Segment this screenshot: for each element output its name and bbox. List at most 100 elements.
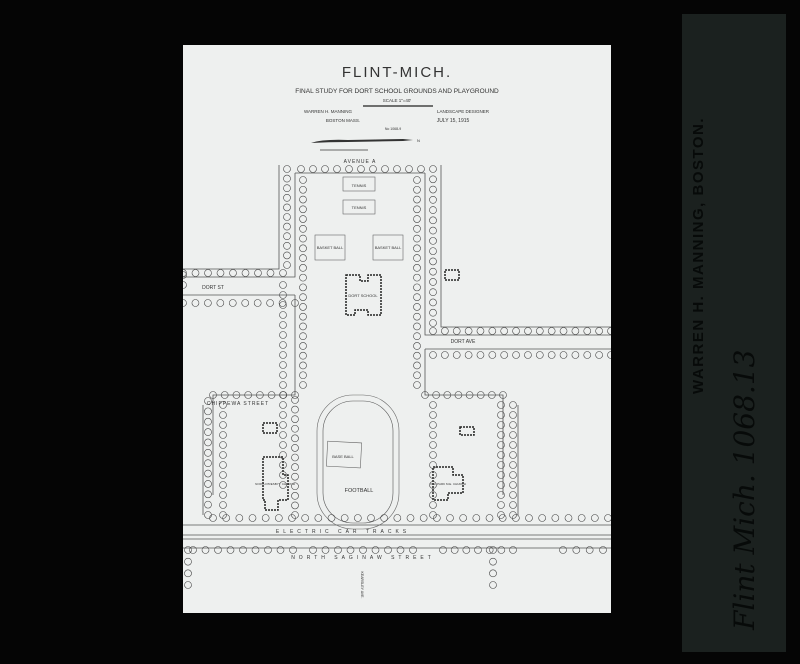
slide-label-strip bbox=[682, 14, 786, 652]
tree bbox=[429, 431, 437, 439]
tree bbox=[380, 514, 388, 522]
tree bbox=[279, 411, 287, 419]
tree bbox=[204, 500, 212, 509]
small-building-right bbox=[459, 426, 475, 436]
tree bbox=[535, 351, 544, 359]
tree bbox=[559, 351, 568, 359]
tree bbox=[429, 411, 437, 419]
tree bbox=[509, 491, 517, 499]
tree bbox=[299, 322, 307, 331]
tree bbox=[429, 267, 437, 276]
tree bbox=[464, 327, 473, 335]
tree bbox=[219, 461, 227, 469]
tree bbox=[291, 424, 299, 433]
tree bbox=[577, 514, 586, 522]
tree bbox=[497, 491, 505, 499]
tree bbox=[429, 196, 437, 204]
tree bbox=[321, 546, 330, 554]
tree bbox=[204, 480, 212, 488]
label-north-church: NORTH PRESBYT. CHURCH bbox=[255, 482, 295, 486]
outbuilding bbox=[444, 269, 460, 281]
tree bbox=[489, 546, 497, 554]
tree bbox=[429, 206, 437, 214]
tree bbox=[204, 269, 212, 277]
tree bbox=[354, 514, 362, 522]
tree bbox=[459, 514, 467, 522]
tree bbox=[279, 431, 287, 439]
tree-rows bbox=[179, 165, 615, 589]
tree bbox=[184, 581, 192, 589]
tree bbox=[289, 546, 297, 554]
buildings bbox=[262, 269, 475, 511]
tree bbox=[474, 546, 482, 554]
tree bbox=[309, 165, 317, 173]
tree bbox=[488, 351, 497, 359]
tree bbox=[413, 254, 421, 262]
tree bbox=[413, 205, 421, 214]
label-dort-ave: DORT AVE bbox=[451, 339, 476, 345]
label-dort-school: DORT SCHOOL bbox=[348, 293, 378, 298]
tree bbox=[452, 327, 461, 335]
tree bbox=[254, 269, 262, 277]
tree bbox=[595, 351, 603, 359]
label-north-saginaw-street: NORTH SAGINAW STREET bbox=[291, 555, 435, 561]
tree bbox=[429, 401, 437, 409]
tree bbox=[512, 514, 520, 522]
tree bbox=[219, 501, 227, 509]
tree bbox=[241, 269, 250, 277]
tree bbox=[299, 332, 307, 340]
tree bbox=[299, 234, 307, 243]
tree bbox=[369, 165, 377, 173]
tree bbox=[429, 461, 437, 469]
tree bbox=[509, 431, 517, 439]
tree bbox=[279, 421, 287, 429]
label-basketball-2: BASKET BALL bbox=[375, 245, 402, 250]
tree bbox=[488, 327, 497, 335]
tree bbox=[279, 391, 287, 399]
tree bbox=[299, 176, 307, 184]
tree bbox=[535, 327, 544, 335]
tree bbox=[413, 273, 421, 282]
plan-scale: SCALE 1"=40' bbox=[383, 98, 412, 103]
tree bbox=[381, 165, 389, 173]
label-football: FOOTBALL bbox=[345, 488, 374, 494]
tree bbox=[191, 299, 200, 307]
tree bbox=[204, 397, 212, 405]
tree bbox=[443, 391, 452, 399]
tree bbox=[429, 308, 437, 317]
tree bbox=[279, 341, 287, 349]
tree bbox=[220, 391, 229, 399]
tree bbox=[406, 514, 415, 522]
tree bbox=[191, 269, 200, 277]
tree bbox=[497, 501, 505, 509]
plan-designer: WARREN H. MANNING bbox=[304, 109, 353, 114]
tree bbox=[279, 361, 287, 369]
tree bbox=[279, 311, 287, 319]
tree bbox=[219, 431, 227, 439]
tree bbox=[204, 299, 212, 307]
tree bbox=[509, 461, 517, 469]
tree bbox=[179, 281, 187, 289]
tree bbox=[413, 293, 421, 301]
label-kearsley-ave: KEARSLEY AVE. bbox=[360, 572, 364, 599]
tree bbox=[333, 165, 341, 173]
tree bbox=[509, 471, 517, 479]
tree bbox=[279, 441, 287, 449]
tree bbox=[291, 434, 299, 443]
tree bbox=[209, 391, 217, 399]
tree bbox=[450, 546, 459, 554]
tree bbox=[413, 244, 421, 253]
tree bbox=[413, 351, 421, 360]
tree bbox=[219, 401, 227, 409]
tree bbox=[413, 371, 421, 380]
tree bbox=[299, 371, 307, 380]
tree bbox=[299, 342, 307, 350]
tree bbox=[509, 421, 517, 429]
tree bbox=[432, 391, 440, 399]
tree bbox=[413, 176, 421, 184]
tree bbox=[509, 501, 517, 509]
tree bbox=[509, 546, 517, 554]
tree bbox=[219, 451, 227, 459]
printed-label: WARREN H. MANNING, BOSTON. bbox=[690, 116, 707, 394]
tree bbox=[283, 232, 291, 240]
